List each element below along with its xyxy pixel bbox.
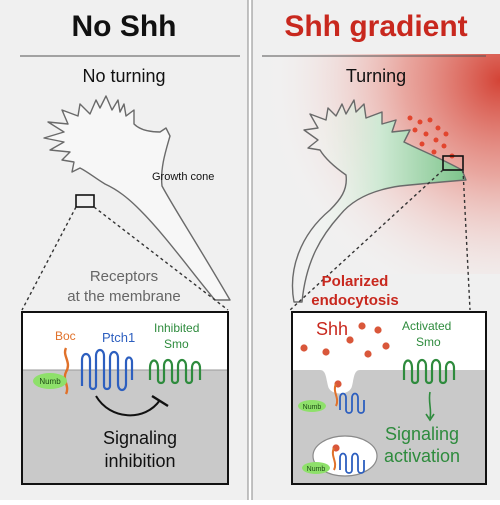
signaling-inhibition-line2: inhibition	[104, 451, 175, 471]
growth-cone-label: Growth cone	[152, 171, 214, 183]
right-inset: Shh Activated Smo Numb Numb Signaling ac…	[291, 311, 487, 485]
numb-blob	[33, 373, 67, 389]
numb-label: Numb	[39, 377, 61, 386]
inhibited-smo-line1: Inhibited	[154, 321, 199, 335]
right-zoom-box	[442, 155, 464, 171]
left-zoom-box	[75, 194, 95, 208]
activation-arrow	[428, 391, 432, 419]
left-growth-cone	[43, 95, 231, 301]
receptors-label-line2: at the membrane	[67, 288, 180, 305]
receptors-label-line1: Receptors	[90, 268, 158, 285]
activated-smo-line2: Smo	[416, 335, 441, 349]
signaling-activation-line2: activation	[384, 446, 460, 466]
shh-ligand-dots	[300, 322, 390, 452]
endocytosis-label-line1: Polarized	[322, 273, 389, 290]
right-subtitle: Turning	[346, 66, 406, 86]
shh-label: Shh	[316, 319, 348, 339]
left-membrane	[23, 370, 227, 483]
right-title: Shh gradient	[284, 10, 467, 43]
numb-blob-top	[298, 400, 326, 412]
right-growth-cone	[291, 99, 467, 303]
inhibited-smo-line2: Smo	[164, 337, 189, 351]
panel-divider	[248, 0, 252, 500]
endocytic-receptor-bottom	[331, 447, 365, 474]
signaling-activation-line1: Signaling	[385, 424, 459, 444]
activated-smo-line1: Activated	[402, 319, 451, 333]
vesicle-dots	[407, 115, 455, 159]
boc-receptor	[63, 347, 70, 395]
left-inset: Boc Ptch1 Inhibited Smo Numb Signaling i…	[21, 311, 229, 485]
inhibition-arc	[95, 395, 161, 417]
ptch1-receptor	[80, 348, 134, 392]
boc-label: Boc	[55, 329, 76, 343]
signaling-inhibition-line1: Signaling	[103, 428, 177, 448]
left-subtitle: No turning	[82, 66, 165, 86]
endocytosis-label-line2: endocytosis	[311, 292, 399, 309]
ptch1-label: Ptch1	[102, 330, 135, 345]
numb-blob-bottom	[302, 462, 330, 474]
left-title: No Shh	[72, 10, 177, 43]
inhibition-bar	[151, 394, 169, 408]
numb-label-bottom: Numb	[307, 466, 326, 473]
endocytic-receptor-top	[333, 383, 365, 414]
numb-label-top: Numb	[303, 404, 322, 411]
inhibited-smo-receptor	[148, 358, 202, 385]
activated-smo-receptor	[402, 358, 456, 385]
